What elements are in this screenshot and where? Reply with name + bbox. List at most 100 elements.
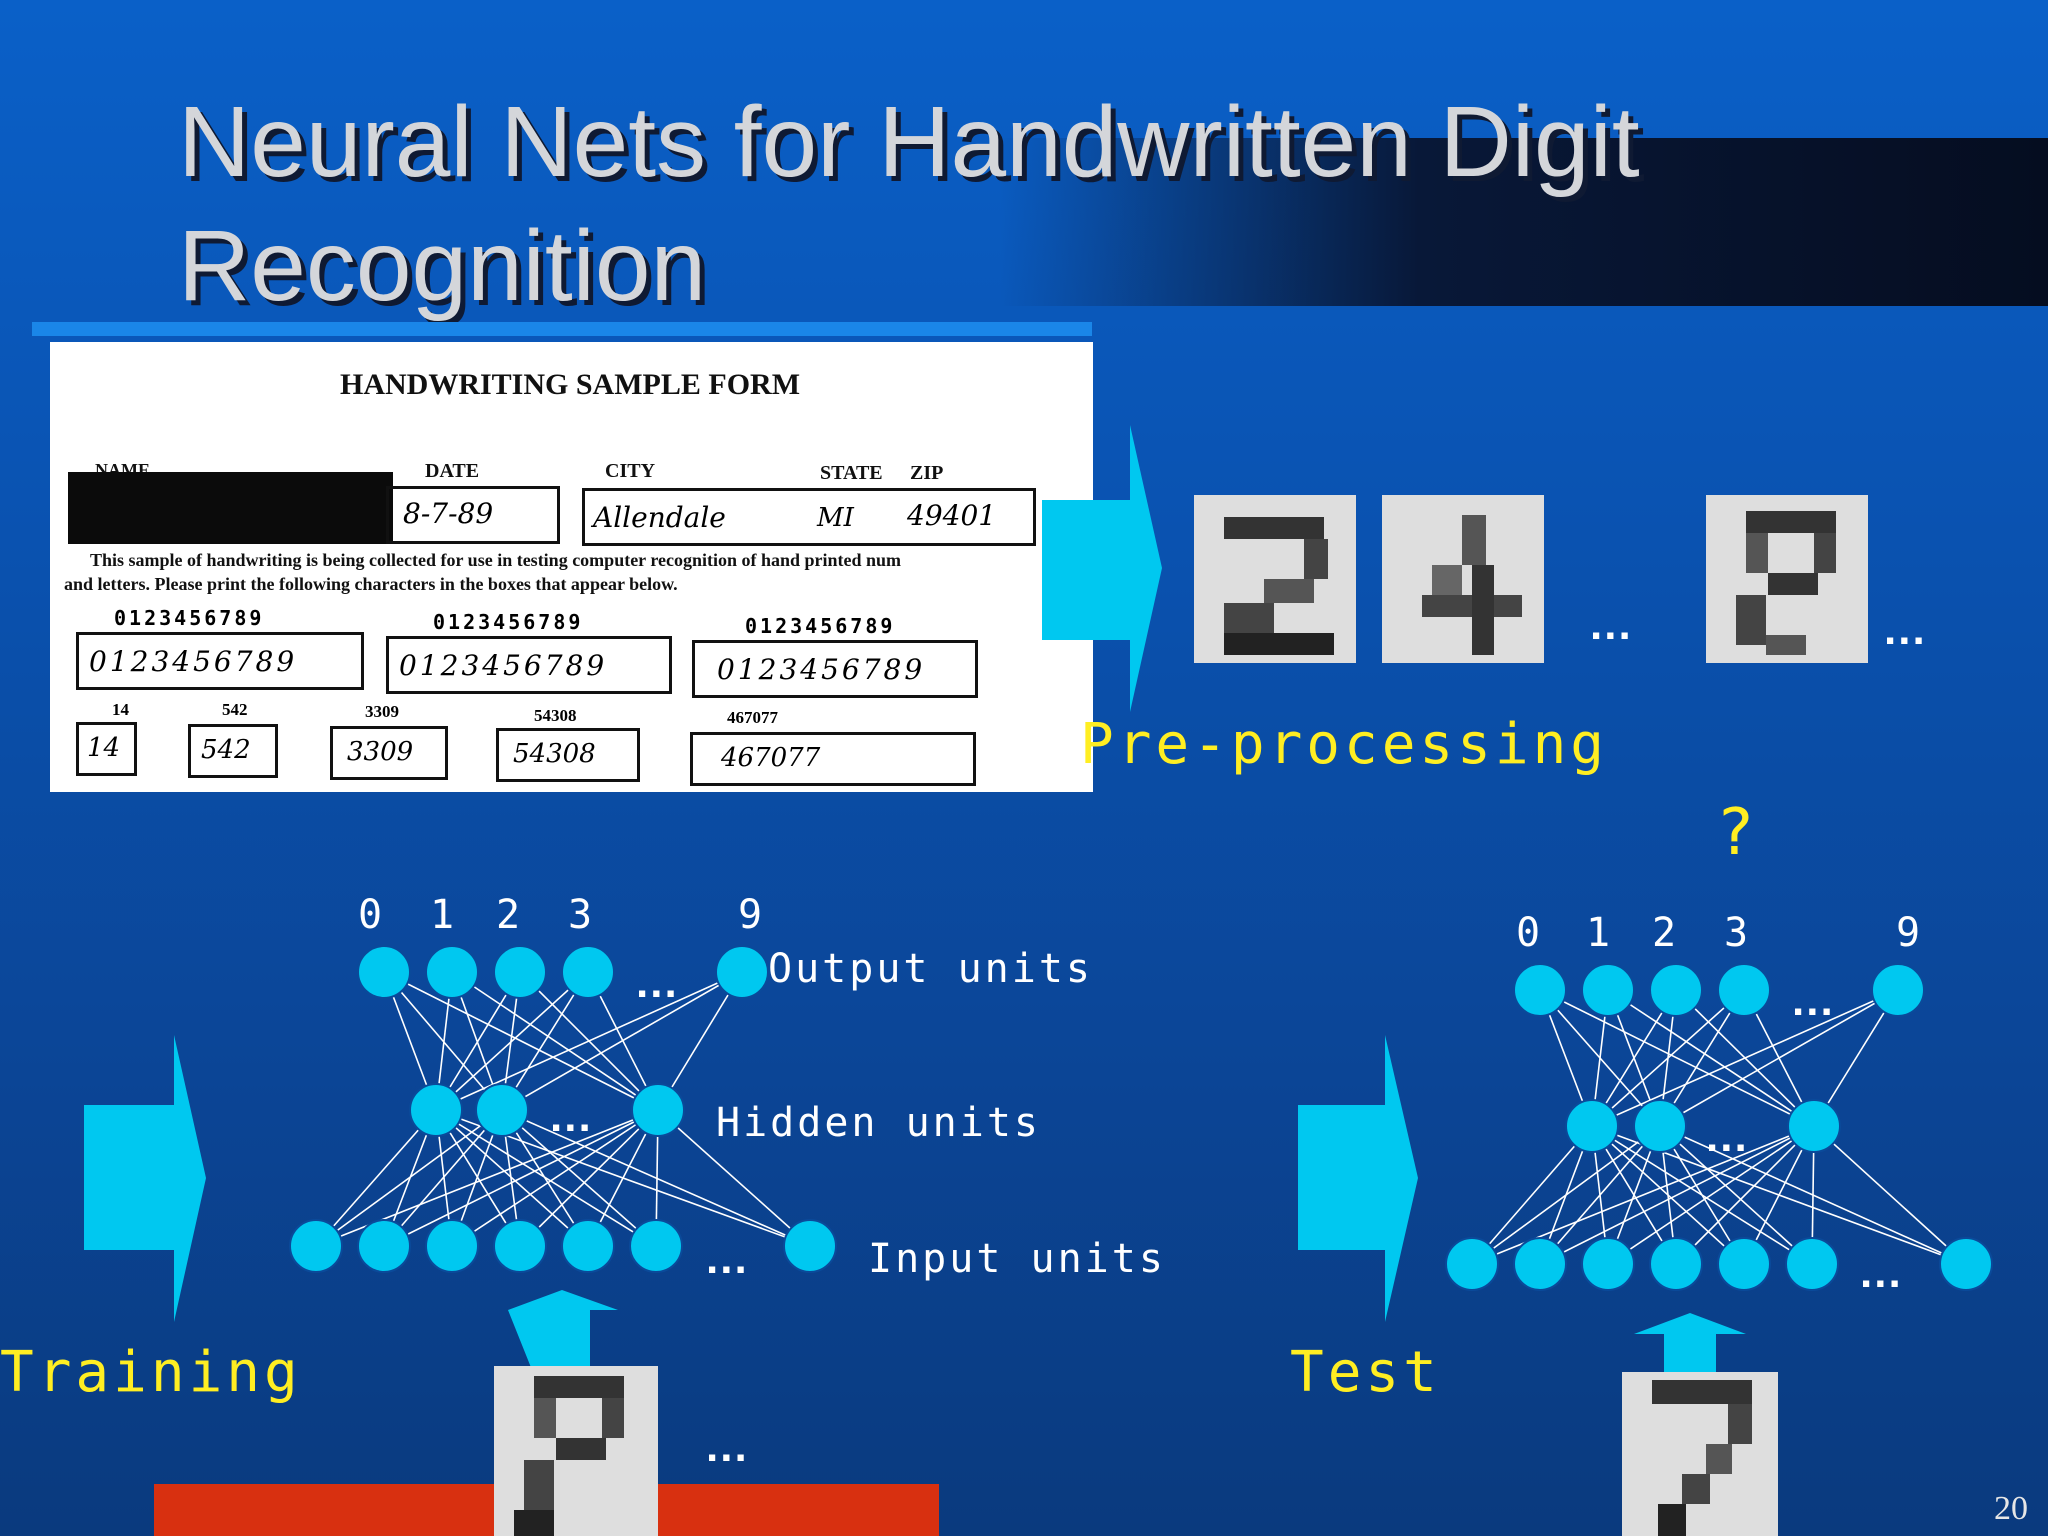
small-prompt-2: 542 [222, 700, 248, 719]
test-output-node-4 [1871, 963, 1925, 1017]
training-output-node-2 [493, 945, 547, 999]
test-input-node-4 [1717, 1237, 1771, 1291]
test-input-node-1 [1513, 1237, 1567, 1291]
output-units-label: Output units [768, 946, 1093, 992]
test-output-node-1 [1581, 963, 1635, 1017]
form-zip-label: ZIP [910, 462, 944, 484]
preprocessing-ellipsis-1: ... [1590, 600, 1633, 649]
small-written-2: 542 [201, 735, 251, 765]
training-input-ellipsis: ... [706, 1234, 749, 1283]
test-connection-out0-hid2 [1539, 989, 1815, 1127]
prompt-digits-3: 0123456789 [745, 614, 896, 638]
small-written-5: 467077 [721, 743, 821, 773]
small-written-4: 54308 [513, 739, 596, 769]
small-box-4: 54308 [496, 728, 640, 782]
prompt-digits-1: 0123456789 [114, 606, 265, 630]
test-connection-hid1-in1 [1539, 1125, 1661, 1265]
small-written-3: 3309 [347, 737, 414, 767]
form-instructions-2: and letters. Please print the following … [64, 574, 678, 594]
training-input-node-0 [289, 1219, 343, 1273]
digits-box-1: 0123456789 [76, 632, 364, 690]
test-input-digit [1622, 1372, 1778, 1536]
training-connection-out3-hid0 [435, 971, 589, 1111]
test-connection-out3-hid0 [1591, 989, 1745, 1127]
test-output-node-0 [1513, 963, 1567, 1017]
training-connection-out0-hid1 [383, 971, 503, 1111]
test-question-mark: ? [1716, 796, 1759, 870]
test-label: Test [1290, 1340, 1441, 1405]
test-output-node-3 [1717, 963, 1771, 1017]
training-connection-out4-hid1 [501, 971, 743, 1111]
test-input-node-5 [1785, 1237, 1839, 1291]
city-state-zip-box: Allendale MI 49401 [582, 488, 1036, 546]
training-input-digit [494, 1366, 658, 1536]
small-box-3: 3309 [330, 726, 448, 780]
test-output-digit-9: 9 [1896, 910, 1924, 956]
training-input-node-3 [493, 1219, 547, 1273]
training-label: Training [0, 1340, 302, 1405]
handwriting-sample-form: HANDWRITING SAMPLE FORM NAME DATE CITY S… [50, 342, 1093, 792]
training-connection-out3-hid1 [501, 971, 589, 1111]
city-value: Allendale [593, 501, 726, 534]
test-network [1445, 963, 1993, 1291]
digits-box-2: 0123456789 [386, 636, 672, 694]
training-hidden-node-1 [475, 1083, 529, 1137]
training-arrow [84, 1035, 206, 1322]
test-input-node-0 [1445, 1237, 1499, 1291]
form-instructions-1: This sample of handwriting is being coll… [90, 550, 902, 570]
test-connection-hid1-in0 [1471, 1125, 1661, 1265]
digit-thumbnail-2 [1194, 495, 1356, 663]
small-prompt-3: 3309 [365, 702, 399, 721]
hidden-units-label: Hidden units [716, 1100, 1041, 1146]
training-output-digit-9: 9 [738, 892, 766, 938]
training-connection-out0-hid2 [383, 971, 659, 1111]
digit-thumbnail-8 [1706, 495, 1868, 663]
training-input-node-1 [357, 1219, 411, 1273]
small-prompt-1: 14 [112, 700, 129, 719]
prompt-digits-2: 0123456789 [433, 610, 584, 634]
form-date-label: DATE [425, 460, 480, 482]
test-connection-hid2-in6 [1813, 1125, 1967, 1265]
test-hidden-ellipsis: ... [1706, 1112, 1749, 1161]
training-input-node-4 [561, 1219, 615, 1273]
test-connection-out4-hid1 [1659, 989, 1899, 1127]
test-connection-hid2-in3 [1675, 1125, 1815, 1265]
digits-box-3: 0123456789 [692, 640, 978, 698]
test-hidden-node-0 [1565, 1099, 1619, 1153]
test-input-node-3 [1649, 1237, 1703, 1291]
test-output-digit-1: 1 [1586, 910, 1614, 956]
test-output-ellipsis: ... [1792, 976, 1835, 1025]
preprocessing-ellipsis-2: ... [1884, 605, 1927, 654]
training-connection-hid1-in6 [501, 1109, 811, 1247]
form-city-label: CITY [605, 460, 656, 482]
written-digits-1: 0123456789 [89, 645, 298, 678]
training-connection-hid1-in1 [383, 1109, 503, 1247]
small-box-5: 467077 [690, 732, 976, 786]
title-dark-band [1000, 138, 2048, 306]
training-connection-hid2-in2 [451, 1109, 659, 1247]
training-connection-hid2-in3 [519, 1109, 659, 1247]
written-digits-3: 0123456789 [717, 653, 926, 686]
training-hidden-node-0 [409, 1083, 463, 1137]
title-accent-bar [32, 322, 1092, 336]
test-connection-hid1-in5 [1659, 1125, 1813, 1265]
test-hidden-node-1 [1633, 1099, 1687, 1153]
state-value: MI [817, 503, 854, 533]
test-hidden-node-2 [1787, 1099, 1841, 1153]
small-written-1: 14 [87, 733, 121, 763]
test-connection-hid2-in2 [1607, 1125, 1815, 1265]
small-prompt-4: 54308 [534, 706, 577, 725]
training-connection-hid1-in5 [501, 1109, 657, 1247]
test-input-node-6 [1939, 1237, 1993, 1291]
preprocessing-arrow [1042, 425, 1162, 712]
test-connection-hid0-in0 [1471, 1125, 1593, 1265]
test-connection-hid2-in1 [1539, 1125, 1815, 1265]
test-connection-out1-hid2 [1607, 989, 1815, 1127]
training-hidden-ellipsis: ... [550, 1092, 593, 1141]
training-output-digit-0: 0 [358, 892, 386, 938]
training-connection-hid0-in4 [435, 1109, 589, 1247]
test-output-digit-3: 3 [1724, 910, 1752, 956]
training-output-digit-3: 3 [568, 892, 596, 938]
training-connection-hid1-in0 [315, 1109, 503, 1247]
